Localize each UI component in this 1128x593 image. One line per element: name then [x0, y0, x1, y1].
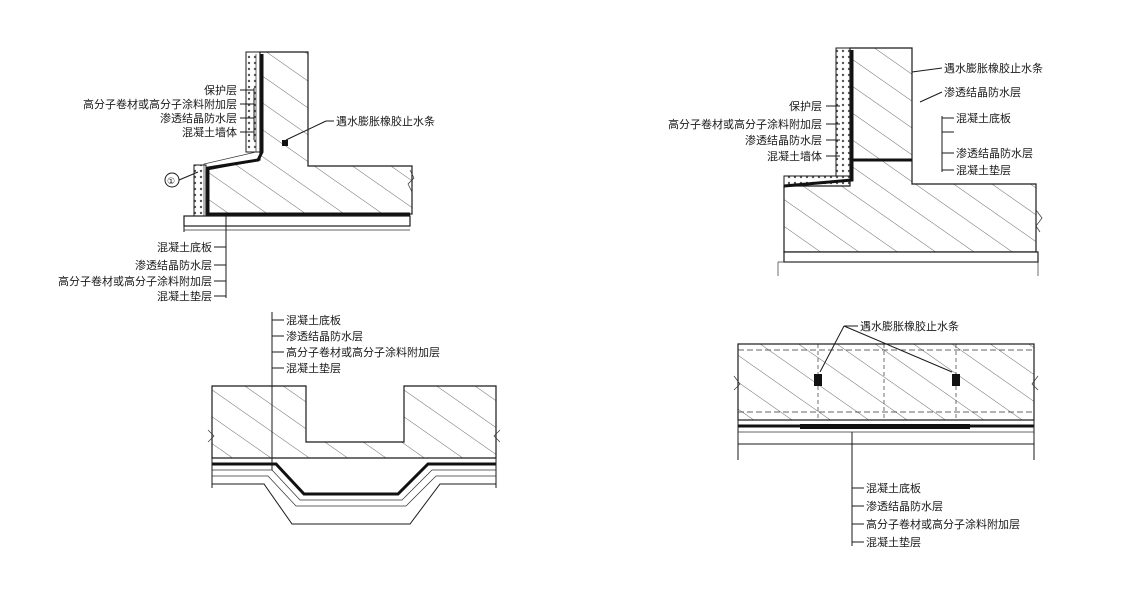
detail-bottom-right: 遇水膨胀橡胶止水条 混凝土底板 渗透结晶防水层 高分子卷材或高分子涂料附加层 混…	[733, 319, 1039, 549]
br-label-1: 渗透结晶防水层	[866, 499, 943, 513]
tr-left-label-3: 混凝土墙体	[767, 149, 822, 163]
tr-protection-layer	[835, 47, 851, 177]
bl-base-slab	[211, 385, 497, 459]
tr-right-label-3: 渗透结晶防水层	[956, 146, 1033, 160]
tl-bottom-label-2: 高分子卷材或高分子涂料附加层	[58, 274, 212, 288]
bl-membrane	[212, 462, 496, 496]
bl-label-1: 渗透结晶防水层	[286, 329, 363, 343]
br-waterstop-2	[952, 374, 960, 386]
tl-top-label-2: 渗透结晶防水层	[160, 111, 237, 125]
bl-label-0: 混凝土底板	[286, 313, 341, 327]
br-waterstop-1	[814, 374, 822, 386]
tl-bottom-label-1: 渗透结晶防水层	[135, 258, 212, 272]
tr-right-label-2: 混凝土底板	[956, 111, 1011, 125]
tr-right-label-1: 渗透结晶防水层	[944, 85, 1021, 99]
tr-left-label-1: 高分子卷材或高分子涂料附加层	[668, 117, 822, 131]
tr-left-label-0: 保护层	[789, 99, 822, 113]
tl-membrane	[206, 54, 410, 216]
tl-waterstop-label: 遇水膨胀橡胶止水条	[336, 114, 435, 128]
bl-label-3: 混凝土垫层	[286, 361, 341, 375]
br-label-2: 高分子卷材或高分子涂料附加层	[866, 517, 1020, 531]
bl-label-2: 高分子卷材或高分子涂料附加层	[286, 345, 440, 359]
tr-base-slab	[783, 251, 1039, 263]
tr-right-label-4: 混凝土垫层	[956, 163, 1011, 177]
tl-top-label-0: 保护层	[204, 83, 237, 97]
detail-top-right: 遇水膨胀橡胶止水条 渗透结晶防水层 混凝土底板 渗透结晶防水层 混凝土垫层 保护…	[668, 47, 1043, 276]
br-base-slab	[737, 343, 1035, 421]
br-waterstop-label: 遇水膨胀橡胶止水条	[860, 319, 959, 333]
tl-bottom-label-0: 混凝土底板	[157, 240, 212, 254]
tl-bottom-label-3: 混凝土垫层	[157, 289, 212, 303]
tr-membrane	[783, 50, 854, 188]
tl-top-label-1: 高分子卷材或高分子涂料附加层	[83, 97, 237, 111]
tr-left-label-2: 渗透结晶防水层	[745, 133, 822, 147]
br-label-3: 混凝土垫层	[866, 535, 921, 549]
tl-top-label-3: 混凝土墙体	[182, 125, 237, 139]
br-label-0: 混凝土底板	[866, 481, 921, 495]
detail-top-left: 保护层 高分子卷材或高分子涂料附加层 渗透结晶防水层 混凝土墙体 遇水膨胀橡胶止…	[58, 51, 435, 303]
tr-right-label-0: 遇水膨胀橡胶止水条	[944, 61, 1043, 75]
tl-marker: ①	[167, 177, 175, 187]
detail-bottom-left: 混凝土底板 渗透结晶防水层 高分子卷材或高分子涂料附加层 混凝土垫层	[207, 312, 501, 525]
bl-cushion	[212, 483, 496, 525]
tl-base-slab	[183, 215, 411, 227]
tl-protection-layer	[245, 51, 261, 153]
